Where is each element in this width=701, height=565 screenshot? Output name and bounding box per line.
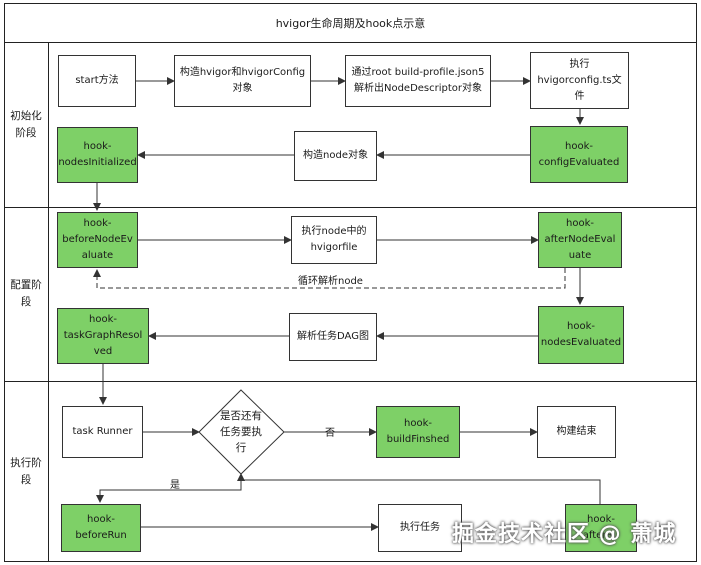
- node-build-finished: hook- buildFinshed: [376, 406, 460, 458]
- lane-label-divider: [48, 42, 49, 562]
- edge-after-run-back-to-decision: [237, 473, 601, 504]
- node-config-evaluated: hook- configEvaluated: [530, 126, 628, 183]
- edge-label-yes: 是: [170, 480, 180, 491]
- diagram-frame: [4, 3, 697, 562]
- node-task-graph-resolved: hook- taskGraphResol ved: [57, 308, 149, 364]
- node-parse-dag: 解析任务DAG图: [289, 313, 377, 361]
- edge-label-no: 否: [325, 428, 335, 439]
- node-task-runner: task Runner: [62, 406, 143, 458]
- node-exec-task: 执行任务: [378, 504, 462, 552]
- node-has-tasks-label: 是否还有 任务要执 行: [220, 410, 262, 454]
- node-before-node-evaluate: hook- beforeNodeEv aluate: [57, 212, 138, 268]
- edge-loop-back: [93, 268, 566, 289]
- lane-exec: 执行阶 段: [10, 456, 42, 486]
- node-construct-node: 构造node对象: [294, 131, 377, 181]
- node-nodes-evaluated: hook- nodesEvaluated: [538, 306, 624, 364]
- edge-decision-yes-to-before-run: [96, 473, 242, 503]
- decision-diamond: [198, 389, 285, 475]
- node-after-node-evaluate: hook- afterNodeEval uate: [538, 212, 622, 268]
- lane-divider-init-config: [4, 207, 697, 208]
- title-divider: [4, 42, 697, 43]
- diagram-title: hvigor生命周期及hook点示意: [275, 16, 426, 30]
- node-exec-node-hvigorfile: 执行node中的 hvigorfile: [291, 216, 377, 264]
- edge-label-loop: 循环解析node: [298, 276, 363, 287]
- node-parse-root: 通过root build-profile.json5 解析出NodeDescri…: [345, 55, 491, 107]
- watermark: 掘金技术社区 @ 萧城: [452, 522, 677, 547]
- node-construct-hvigor: 构造hvigor和hvigorConfig 对象: [174, 55, 311, 107]
- lane-config: 配置阶 段: [10, 279, 42, 308]
- node-exec-config-ts: 执行 hvigorconfig.ts文 件: [530, 52, 629, 109]
- lane-divider-config-exec: [4, 381, 697, 382]
- lane-init: 初始化 阶段: [10, 109, 42, 139]
- node-build-end: 构建结束: [537, 406, 616, 458]
- node-start: start方法: [58, 55, 136, 107]
- node-after-run: hook- afterRu: [565, 504, 637, 552]
- node-before-run: hook- beforeRun: [61, 504, 141, 552]
- node-nodes-initialized: hook- nodesInitialized: [57, 127, 138, 183]
